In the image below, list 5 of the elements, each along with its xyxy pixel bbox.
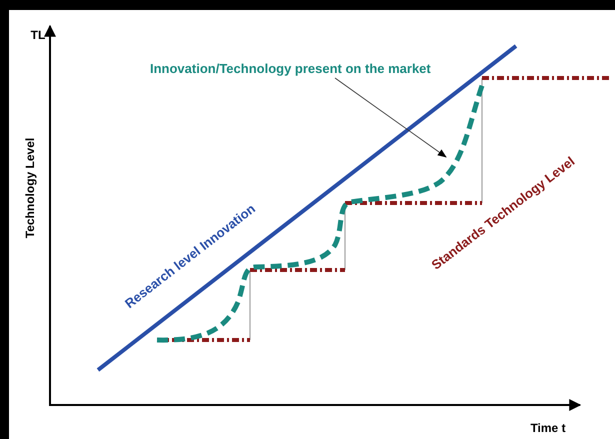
axis-title: Time t: [530, 421, 566, 435]
leader-label: Innovation/Technology present on the market: [150, 61, 431, 76]
axis-label: TL: [30, 28, 46, 42]
leader-line: [334, 78, 447, 158]
axis-title: Technology Level: [23, 138, 37, 238]
